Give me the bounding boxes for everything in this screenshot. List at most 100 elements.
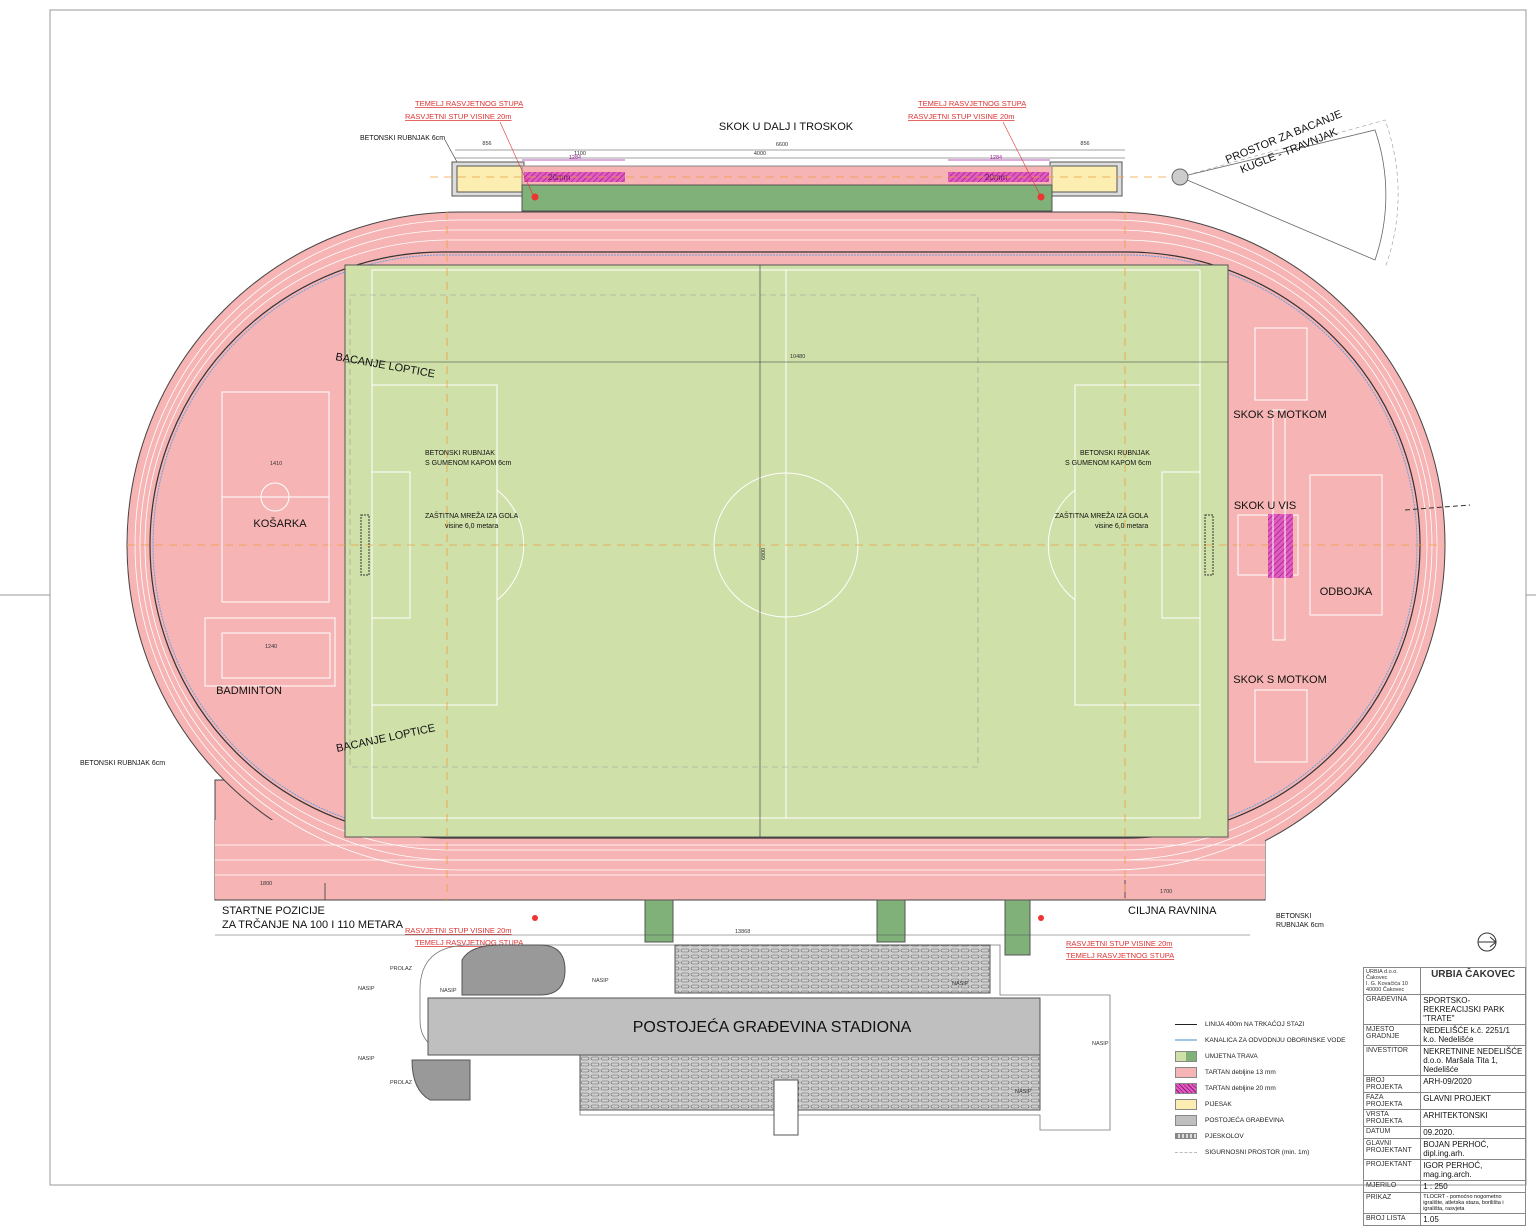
concrete-curb-label: BETONSKI (1276, 913, 1311, 920)
dimension-text: 10480 (790, 354, 805, 360)
dimension-text: 13868 (735, 929, 750, 935)
tb-value: NEKRETNINE NEDELIŠĆE d.o.o. Maršala Tita… (1420, 1045, 1526, 1076)
start-positions-label: STARTNE POZICIJE (222, 905, 325, 917)
legend-item: TARTAN debljine 13 mm (1205, 1068, 1276, 1076)
tb-key: BROJ LISTA (1362, 1213, 1422, 1226)
net-label: ZAŠTITNA MREŽA IZA GOLA (1055, 511, 1149, 520)
dimension-text: 6600 (776, 142, 788, 148)
title-block: URBIA d.o.o. Čakovec I. G. Kovačića 10 4… (1362, 967, 1526, 1226)
tb-value: TLOCRT - pomoćno nogometno igralište, at… (1420, 1192, 1526, 1214)
embankment-label: NASIP (440, 988, 457, 994)
right-facilities: SKOK S MOTKOM SKOK S MOTKOM SKOK U VIS O… (1233, 327, 1471, 929)
embankment-label: NASIP (358, 1056, 375, 1062)
net-label: visine 6,0 metara (445, 523, 498, 530)
tb-key: VRSTA PROJEKTA (1362, 1109, 1422, 1127)
net-label: ZAŠTITNA MREŽA IZA GOLA (425, 511, 519, 520)
concrete-curb-label: BETONSKI RUBNJAK 6cm (80, 760, 165, 767)
football-pitch: 10480 6800 BETONSKI RUBNJAK S GUMENOM KA… (127, 212, 1445, 900)
tb-value: ARHITEKTONSKI (1420, 1109, 1526, 1127)
tb-value: 1.05 (1420, 1213, 1526, 1226)
concrete-curb-label: RUBNJAK 6cm (1276, 922, 1324, 929)
rubber-curb-label: S GUMENOM KAPOM 6cm (425, 460, 512, 467)
dimension-text: 6800 (761, 548, 767, 560)
tb-key: BROJ PROJEKTA (1362, 1075, 1422, 1093)
light-pole-label: RASVJETNI STUP VISINE 20m (405, 112, 512, 121)
foundation-label: TEMELJ RASVJETNOG STUPA (415, 938, 523, 947)
embankment-label: NASIP (1092, 1041, 1109, 1047)
light-pole-label: RASVJETNI STUP VISINE 20m (405, 926, 512, 935)
sheet-border (49, 9, 1527, 1186)
concrete-curb-label: BETONSKI RUBNJAK 6cm (360, 135, 445, 142)
pole-vault-label: SKOK S MOTKOM (1233, 409, 1327, 421)
tb-key: DATUM (1362, 1126, 1422, 1139)
tb-key: PROJEKTANT (1362, 1159, 1422, 1181)
tartan-label-left: 20mm (548, 173, 571, 182)
passage-label: PROLAZ (390, 966, 413, 972)
dimension-text: 856 (482, 141, 491, 147)
dimension-text: 1100 (574, 151, 586, 157)
tartan-20mm-runway-right (948, 172, 1049, 182)
light-pole-label: RASVJETNI STUP VISINE 20m (1066, 939, 1173, 948)
foundation-label: TEMELJ RASVJETNOG STUPA (918, 99, 1026, 108)
light-pole-icon (1037, 193, 1045, 201)
tb-value: ARH-09/2020 (1420, 1075, 1526, 1093)
rubber-curb-label: S GUMENOM KAPOM 6cm (1065, 460, 1152, 467)
upper-stands (674, 944, 991, 994)
tb-value: GLAVNI PROJEKT (1420, 1092, 1526, 1110)
net-label: visine 6,0 metara (1095, 523, 1148, 530)
legend-item: PIJESAK (1205, 1100, 1232, 1108)
rubber-curb-label: BETONSKI RUBNJAK (425, 450, 495, 457)
pole-vault-label: SKOK S MOTKOM (1233, 674, 1327, 686)
legend-item: TARTAN debljine 20 mm (1205, 1084, 1276, 1092)
tb-key: GLAVNI PROJEKTANT (1362, 1138, 1422, 1160)
tb-value: 1 : 250 (1420, 1180, 1526, 1193)
tb-value: BOJAN PERHOĆ, dipl.ing.arh. (1420, 1138, 1526, 1160)
tb-key: MJERILO (1362, 1180, 1422, 1193)
tb-value: NEDELIŠĆE k.č. 2251/1 k.o. Nedelišće (1420, 1024, 1526, 1046)
dimension-text: 1284 (990, 155, 1002, 161)
legend-item: POSTOJEĆA GRAĐEVINA (1205, 1116, 1284, 1124)
tb-value: SPORTSKO-REKREACIJSKI PARK "TRATE" (1420, 994, 1526, 1025)
legend-item: PJESKOLOV (1205, 1132, 1244, 1140)
rubber-curb-label: BETONSKI RUBNJAK (1080, 450, 1150, 457)
embankment-label: NASIP (952, 981, 969, 987)
dimension-text: 856 (1080, 141, 1089, 147)
foundation-label: TEMELJ RASVJETNOG STUPA (1066, 951, 1174, 960)
passage-label: PROLAZ (390, 1080, 413, 1086)
company-logo: URBIA ČAKOVEC (1420, 967, 1526, 995)
legend-item: UMJETNA TRAVA (1205, 1052, 1258, 1060)
finish-line-label: CILJNA RAVNINA (1128, 905, 1217, 917)
light-pole-labels: TEMELJ RASVJETNOG STUPA RASVJETNI STUP V… (405, 99, 1174, 960)
high-jump-label: SKOK U VIS (1234, 500, 1296, 512)
tb-value: IGOR PERHOĆ, mag.ing.arch. (1420, 1159, 1526, 1181)
badminton-label: BADMINTON (216, 685, 282, 697)
north-arrow-icon (1477, 932, 1497, 952)
embankment-label: NASIP (1015, 1089, 1032, 1095)
embankment-label: NASIP (358, 986, 375, 992)
tartan-label-right: 20mm (985, 173, 1008, 182)
company-info: URBIA d.o.o. Čakovec I. G. Kovačića 10 4… (1362, 967, 1422, 995)
stadium-label: POSTOJEĆA GRAĐEVINA STADIONA (633, 1017, 912, 1036)
legend-item: SIGURNOSNI PROSTOR (min. 1m) (1205, 1148, 1310, 1156)
basketball-label: KOŠARKA (253, 517, 307, 530)
dimension-text: 1240 (265, 644, 277, 650)
tartan-20mm-high-jump (1268, 514, 1293, 578)
tb-key: INVESTITOR (1362, 1045, 1422, 1076)
light-pole-icon (531, 193, 539, 201)
start-positions-label: ZA TRČANJE NA 100 I 110 METARA (222, 918, 404, 931)
tb-key: PRIKAZ (1362, 1192, 1422, 1214)
tb-key: MJESTO GRADNJE (1362, 1024, 1422, 1046)
light-pole-label: RASVJETNI STUP VISINE 20m (908, 112, 1015, 121)
foundation-label: TEMELJ RASVJETNOG STUPA (415, 99, 523, 108)
tb-key: GRAĐEVINA (1362, 994, 1422, 1025)
lower-stands (579, 1054, 1041, 1111)
tb-key: FAZA PROJEKTA (1362, 1092, 1422, 1110)
long-jump-area: 20mm 20mm SKOK U DALJ I TROSKOK 6600 400… (360, 121, 1180, 212)
tb-value: 09.2020. (1420, 1126, 1526, 1139)
legend-item: KANALICA ZA ODVODNJU OBORINSKE VODE (1205, 1036, 1346, 1044)
dimension-text: 4000 (754, 151, 766, 157)
dimension-text: 1700 (1160, 889, 1172, 895)
long-jump-label: SKOK U DALJ I TROSKOK (719, 121, 854, 133)
dimension-text: 1800 (260, 881, 272, 887)
existing-stadium: POSTOJEĆA GRAĐEVINA STADIONA NASIP NASIP… (358, 944, 1111, 1136)
